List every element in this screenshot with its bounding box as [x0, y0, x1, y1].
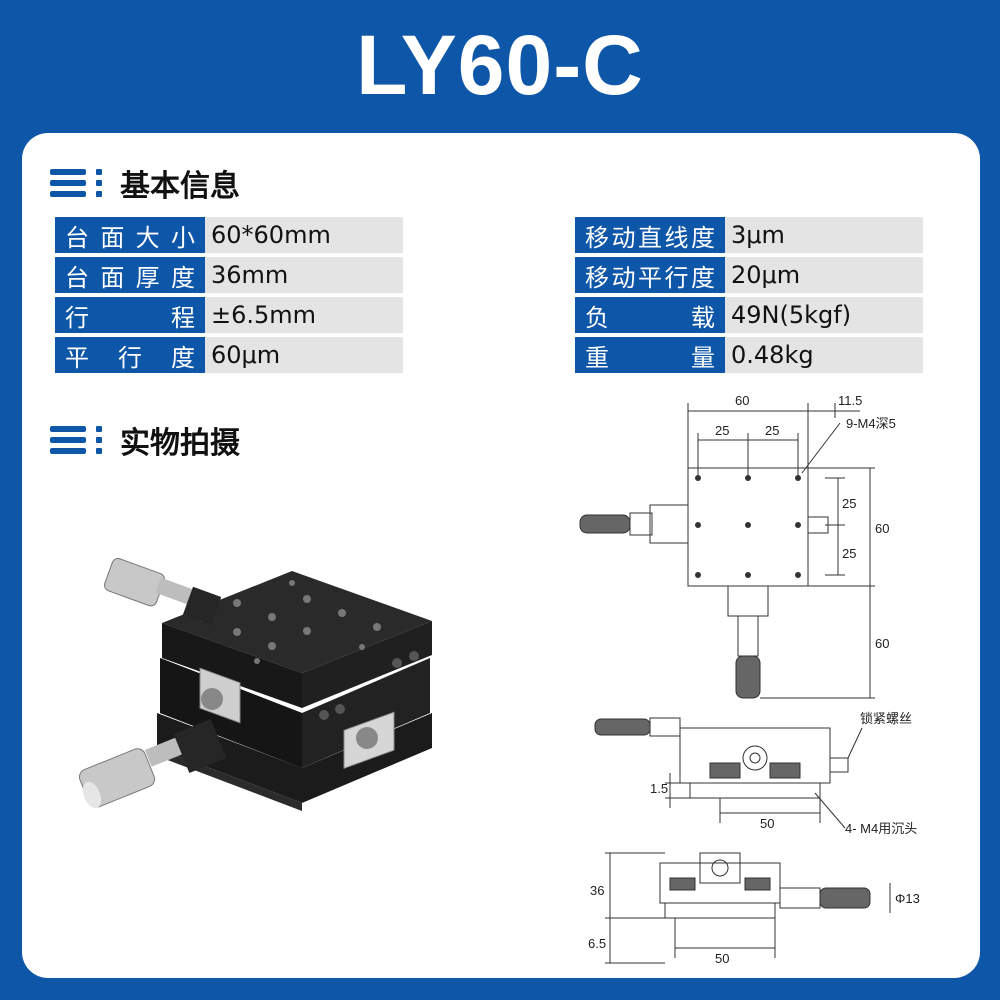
- dim-label: 11.5: [838, 393, 862, 408]
- dim-label: Φ13: [895, 891, 920, 906]
- section-header-photo: 实物拍摄: [50, 418, 240, 462]
- dim-label: 6.5: [588, 936, 606, 951]
- dim-label: 60: [875, 521, 889, 536]
- spec-value: 60*60mm: [205, 217, 403, 253]
- list-icon: [50, 422, 108, 458]
- spec-value: ±6.5mm: [205, 297, 403, 333]
- dim-label: 25: [715, 423, 729, 438]
- dim-label: 60: [735, 393, 749, 408]
- dim-label: 50: [715, 951, 729, 966]
- spec-value: 3μm: [725, 217, 923, 253]
- spec-key: 台面厚度: [55, 257, 205, 293]
- spec-key: 行程: [55, 297, 205, 333]
- spec-value: 0.48kg: [725, 337, 923, 373]
- spec-key: 台面大小: [55, 217, 205, 253]
- spec-value: 20μm: [725, 257, 923, 293]
- technical-drawing: 60 11.5 25 25 9-M4深5 25 25 60 60 锁紧螺丝 1.…: [579, 393, 920, 966]
- spec-key: 重量: [575, 337, 725, 373]
- section-header-basic: 基本信息: [50, 161, 240, 205]
- page-title: LY60-C: [356, 18, 644, 112]
- product-photo: [78, 557, 432, 811]
- dim-label: 36: [590, 883, 604, 898]
- dim-label: 60: [875, 636, 889, 651]
- spec-value: 49N(5kgf): [725, 297, 923, 333]
- dim-label: 锁紧螺丝: [860, 711, 912, 726]
- spec-value: 36mm: [205, 257, 403, 293]
- list-icon: [50, 165, 108, 201]
- spec-key: 移动直线度: [575, 217, 725, 253]
- dim-label: 25: [842, 546, 856, 561]
- dim-label: 50: [760, 816, 774, 831]
- section-title-photo: 实物拍摄: [120, 426, 240, 461]
- table-row: 行程±6.5mm: [55, 297, 403, 333]
- dim-label: 25: [842, 496, 856, 511]
- dim-label: 1.5: [650, 781, 668, 796]
- spec-key: 平行度: [55, 337, 205, 373]
- spec-key: 负载: [575, 297, 725, 333]
- dim-label: 25: [765, 423, 779, 438]
- section-title-basic: 基本信息: [120, 169, 240, 204]
- dim-label: 9-M4深5: [846, 416, 896, 431]
- dim-label: 4- M4用沉头: [845, 821, 917, 836]
- spec-value: 60μm: [205, 337, 403, 373]
- spec-key: 移动平行度: [575, 257, 725, 293]
